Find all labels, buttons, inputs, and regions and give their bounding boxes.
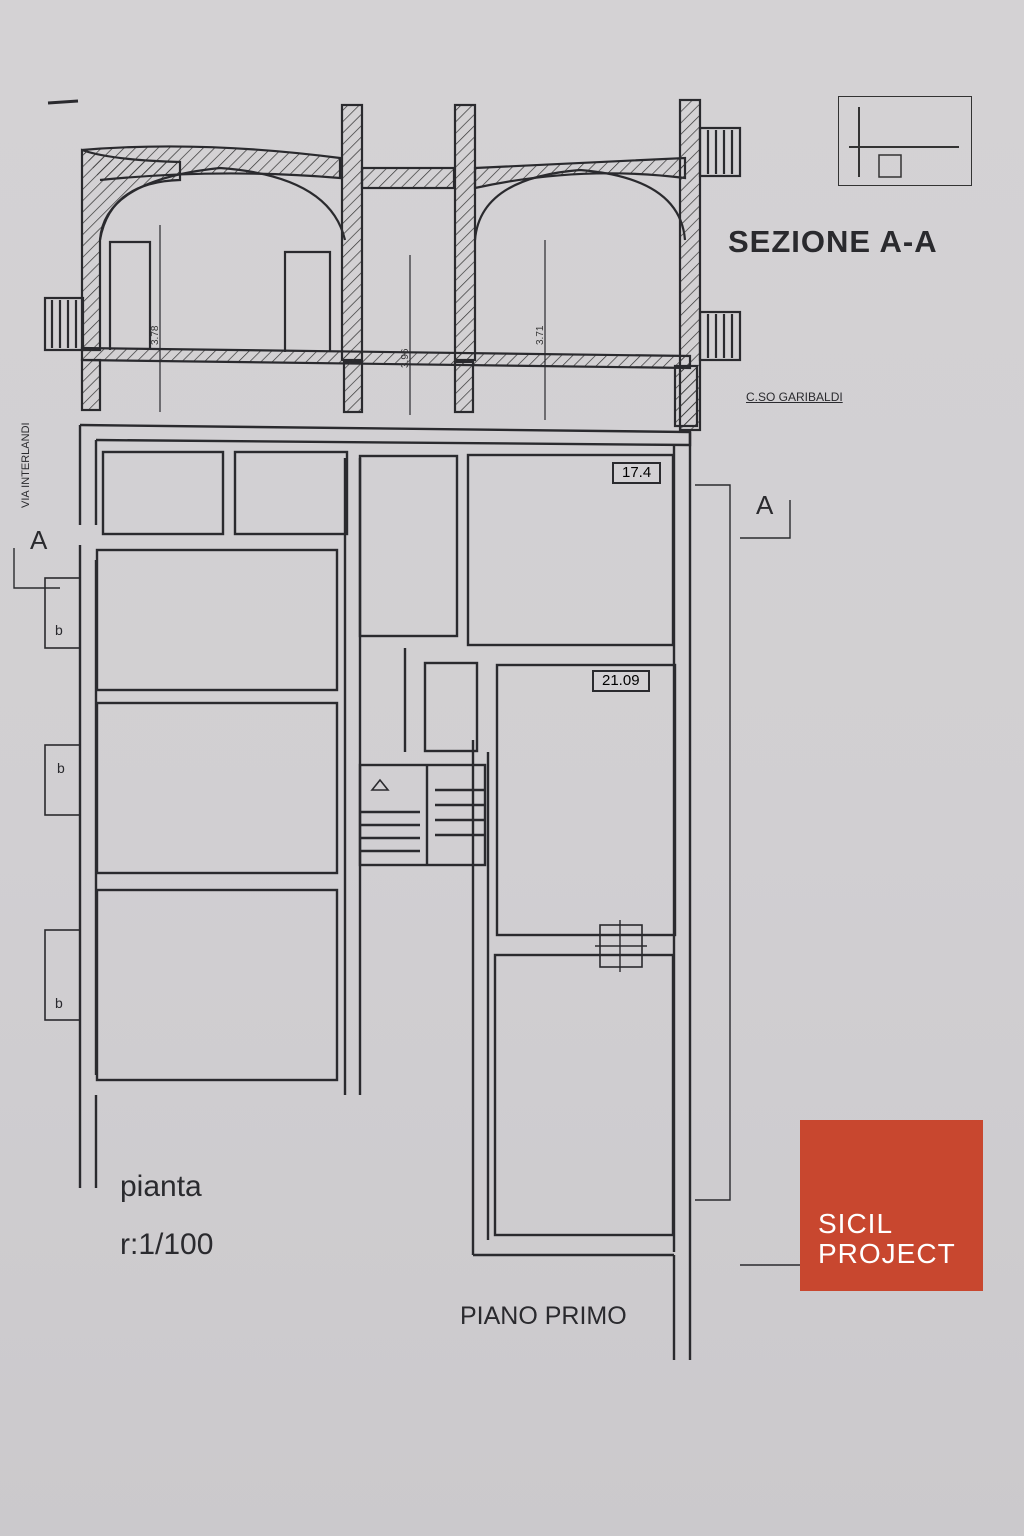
- plan-label: pianta: [120, 1170, 202, 1203]
- street-label-garibaldi: C.SO GARIBALDI: [746, 390, 843, 404]
- dimension-label: 3.96: [400, 348, 411, 368]
- section-mark-left: A: [30, 525, 48, 555]
- section-mark-right: A: [756, 490, 774, 520]
- section-view: [43, 98, 742, 432]
- plan-view: [13, 423, 800, 1360]
- balcony-mark: b: [55, 622, 63, 638]
- area-tag: 17.4: [612, 462, 662, 484]
- scale-label: r:1/100: [120, 1228, 214, 1261]
- brand-line-1: SICIL: [818, 1208, 894, 1239]
- dimension-label: 3.71: [535, 325, 546, 345]
- balcony-mark: b: [57, 760, 65, 776]
- architect-stamp-logo: [838, 96, 972, 186]
- section-title: SEZIONE A-A: [728, 224, 938, 259]
- area-tag: 21.09: [592, 670, 650, 692]
- stamp-icon: [849, 107, 959, 178]
- brand-line-2: PROJECT: [818, 1238, 956, 1269]
- balcony-mark: b: [55, 995, 63, 1011]
- floor-label: PIANO PRIMO: [460, 1302, 627, 1330]
- sicil-project-logo: SICIL PROJECT: [800, 1120, 983, 1291]
- dimension-label: 3.78: [150, 325, 161, 345]
- street-label-interlandi: VIA INTERLANDI: [20, 422, 32, 508]
